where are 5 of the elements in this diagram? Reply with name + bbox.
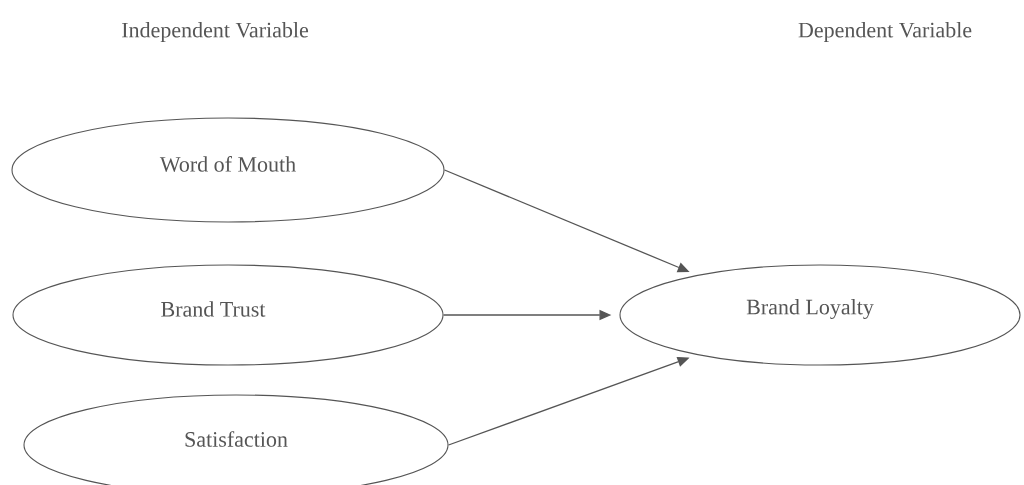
heading-label: Dependent Variable — [798, 22, 972, 42]
ellipse-node: Word of Mouth — [11, 117, 445, 223]
ellipse-node: Brand Loyalty — [619, 264, 1021, 366]
heading-label: Independent Variable — [122, 22, 309, 42]
ellipse-node: Brand Trust — [12, 264, 444, 366]
